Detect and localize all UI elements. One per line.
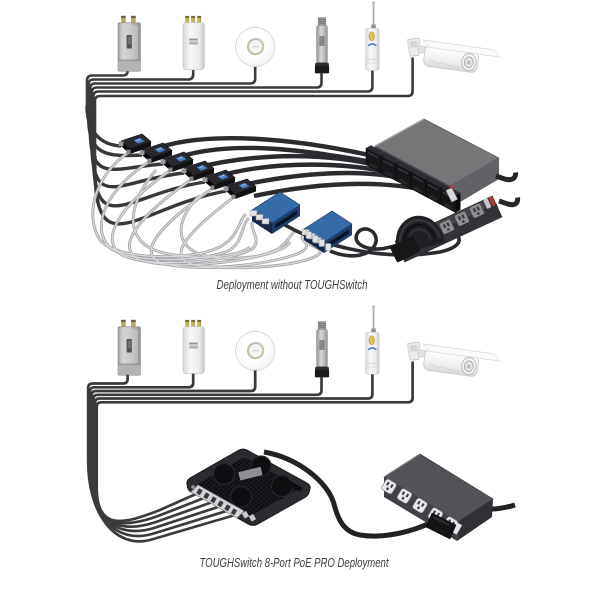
svg-text:TOUGHSwitch 8-Port PoE PRO Dep: TOUGHSwitch 8-Port PoE PRO Deployment (200, 555, 390, 570)
svg-text:Deployment without TOUGHSwitch: Deployment without TOUGHSwitch (217, 277, 368, 292)
